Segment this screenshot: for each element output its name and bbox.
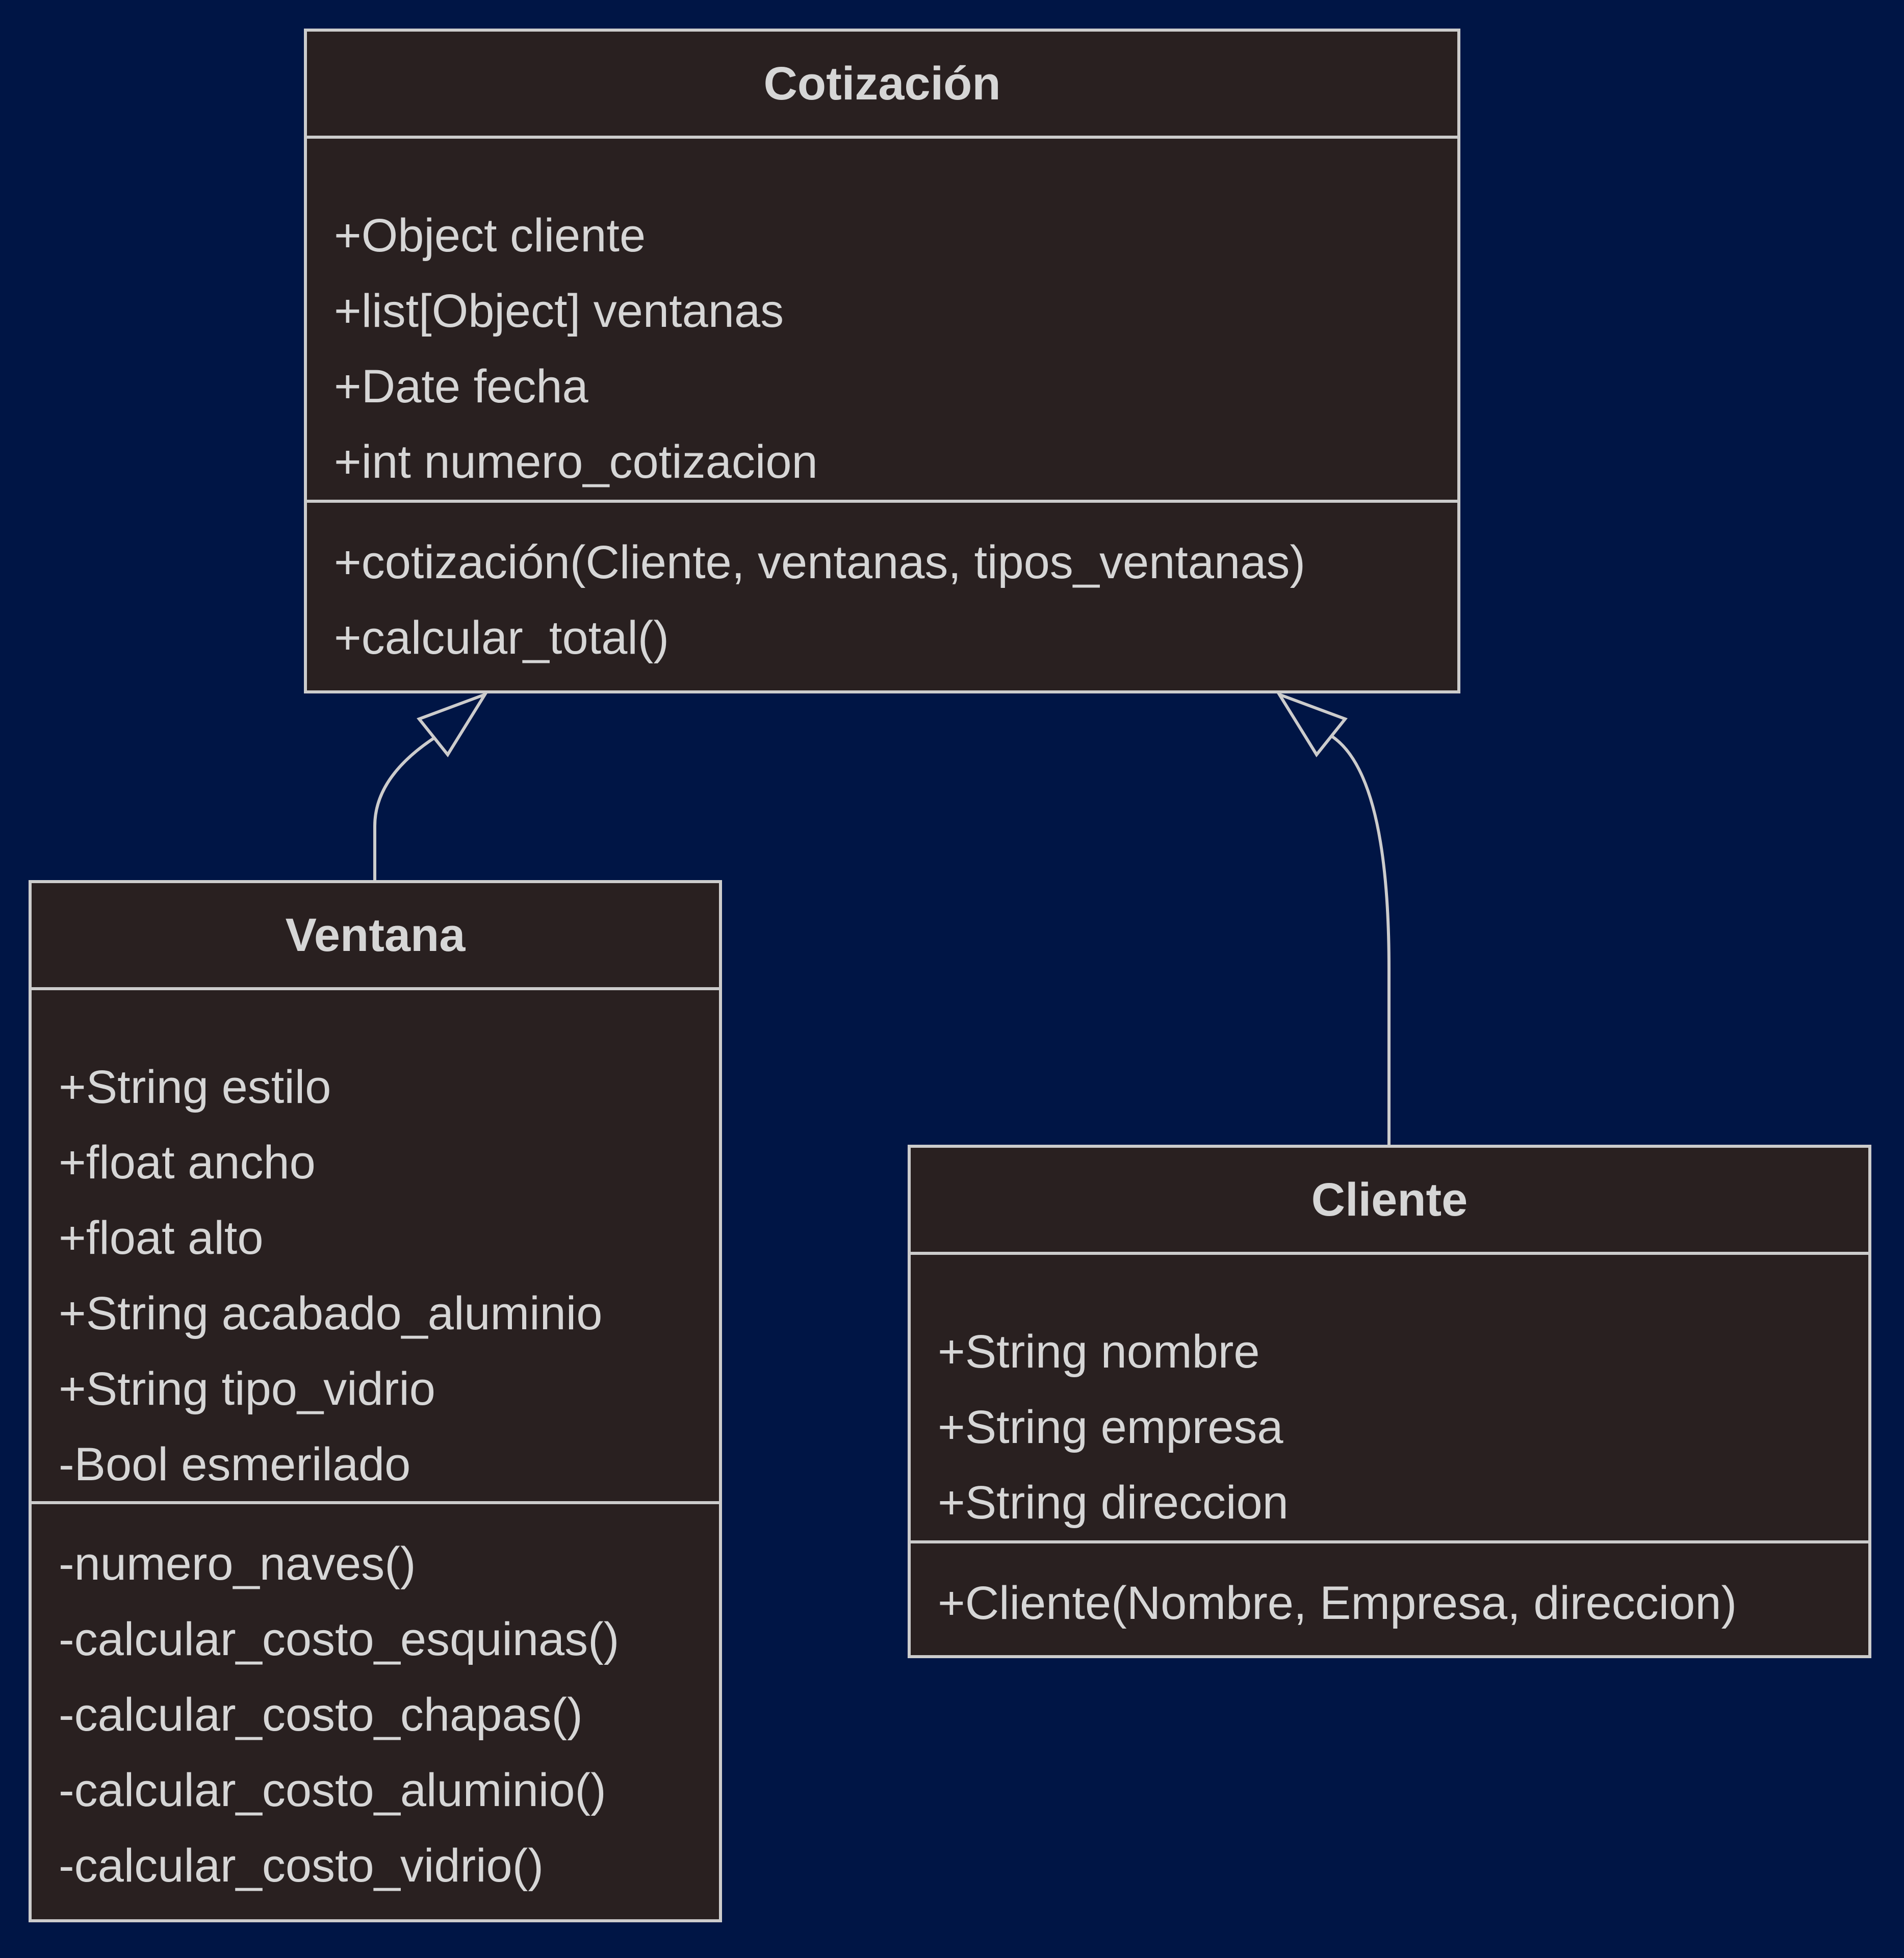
methods-section-ventana: -numero_naves() -calcular_costo_esquinas… bbox=[32, 1504, 719, 1903]
method: -calcular_costo_chapas() bbox=[59, 1689, 583, 1741]
attributes-section-cotizacion: +Object cliente +list[Object] ventanas +… bbox=[307, 139, 1457, 503]
method: +Cliente(Nombre, Empresa, direccion) bbox=[938, 1577, 1737, 1629]
method: -calcular_costo_esquinas() bbox=[59, 1613, 620, 1665]
method: -numero_naves() bbox=[59, 1538, 416, 1590]
inheritance-arrowhead-cliente bbox=[1275, 691, 1348, 758]
attribute: -Bool esmerilado bbox=[59, 1438, 411, 1490]
attribute: +String empresa bbox=[938, 1401, 1283, 1453]
method: -calcular_costo_vidrio() bbox=[59, 1840, 544, 1892]
class-box-cliente[interactable]: Cliente +String nombre +String empresa +… bbox=[908, 1145, 1871, 1658]
attribute: +String tipo_vidrio bbox=[59, 1363, 435, 1415]
class-box-ventana[interactable]: Ventana +String estilo +float ancho +flo… bbox=[29, 880, 722, 1922]
attribute: +Object cliente bbox=[334, 210, 646, 262]
attribute: +float ancho bbox=[59, 1137, 316, 1189]
attribute: +String estilo bbox=[59, 1061, 331, 1113]
attribute: +Date fecha bbox=[334, 360, 588, 413]
attribute: +String acabado_aluminio bbox=[59, 1287, 603, 1339]
attributes-section-ventana: +String estilo +float ancho +float alto … bbox=[32, 990, 719, 1504]
method: -calcular_costo_aluminio() bbox=[59, 1764, 606, 1816]
class-name-ventana: Ventana bbox=[32, 883, 719, 990]
method: +calcular_total() bbox=[334, 612, 670, 664]
inheritance-edge-ventana-cotizacion bbox=[373, 734, 439, 880]
attribute: +int numero_cotizacion bbox=[334, 436, 818, 488]
methods-section-cliente: +Cliente(Nombre, Empresa, direccion) bbox=[911, 1543, 1868, 1641]
attribute: +list[Object] ventanas bbox=[334, 285, 784, 337]
inheritance-edge-cliente-cotizacion bbox=[1331, 735, 1391, 1145]
class-box-cotizacion[interactable]: Cotización +Object cliente +list[Object]… bbox=[304, 29, 1460, 693]
attribute: +String direccion bbox=[938, 1477, 1289, 1529]
inheritance-arrowhead-ventana bbox=[417, 691, 489, 758]
class-name-cotizacion: Cotización bbox=[307, 32, 1457, 139]
attribute: +String nombre bbox=[938, 1326, 1260, 1378]
method: +cotización(Cliente, ventanas, tipos_ven… bbox=[334, 536, 1306, 588]
attribute: +float alto bbox=[59, 1212, 264, 1264]
class-name-cliente: Cliente bbox=[911, 1148, 1868, 1255]
attributes-section-cliente: +String nombre +String empresa +String d… bbox=[911, 1255, 1868, 1543]
methods-section-cotizacion: +cotización(Cliente, ventanas, tipos_ven… bbox=[307, 503, 1457, 676]
